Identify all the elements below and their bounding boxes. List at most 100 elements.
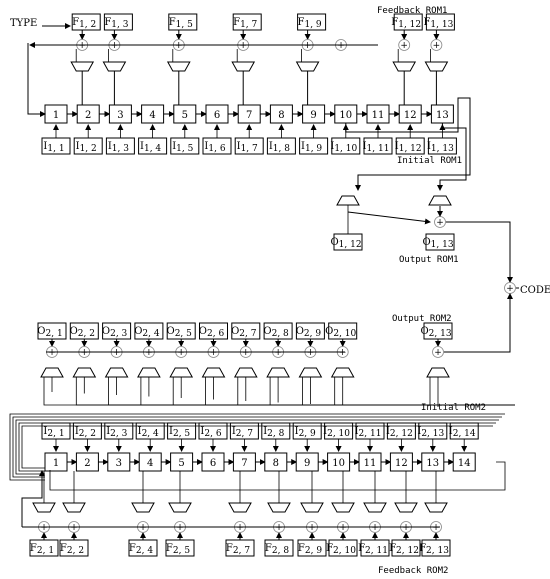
lfsr2-initial-rom-12-text: I2, 12 bbox=[386, 426, 413, 439]
lfsr2-initial-rom-6-text: I2, 6 bbox=[200, 426, 221, 439]
lfsr1-feedback-mux-6 bbox=[392, 61, 417, 72]
lfsr1-register-11-text: 11 bbox=[372, 110, 385, 121]
lfsr1-register-12: 12 bbox=[398, 104, 422, 124]
lfsr2-output-xor-1-symbol: + bbox=[48, 348, 56, 358]
lfsr1-feedback-mux-5 bbox=[295, 61, 320, 72]
lfsr2-initial-rom-7-text: I2, 7 bbox=[232, 426, 253, 439]
out-route bbox=[237, 377, 515, 406]
lfsr2-feedback-rom-5-text: F2, 7 bbox=[226, 543, 250, 556]
lfsr2-feedback-rom-8: F2, 10 bbox=[326, 539, 358, 557]
lfsr2-feedback-rom-7-text: F2, 9 bbox=[298, 543, 322, 556]
lfsr1-feedback-rom-7-box bbox=[425, 13, 455, 31]
lfsr2-output-mux-2 bbox=[72, 367, 97, 378]
lfsr2-register-14: 14 bbox=[452, 452, 476, 472]
lfsr2-output-rom-6: O2, 6 bbox=[199, 322, 228, 340]
lfsr1-initial-rom-7: I1, 7 bbox=[234, 137, 264, 155]
lfsr2-register-6-box bbox=[201, 452, 225, 472]
lfsr2-register-5-text: 5 bbox=[178, 458, 184, 469]
lfsr2-register-4-text: 4 bbox=[147, 458, 153, 469]
lfsr2-register-1-box bbox=[44, 452, 68, 472]
lfsr2-register-5-box bbox=[170, 452, 194, 472]
type-label: TYPE bbox=[10, 18, 37, 29]
lfsr1-register-6-text: 6 bbox=[214, 110, 220, 121]
lfsr1-feedback-rom-2: F1, 3 bbox=[103, 13, 133, 31]
lfsr1-register-6-box bbox=[205, 104, 229, 124]
lfsr2-register-6-text: 6 bbox=[210, 458, 216, 469]
lfsr2-register-1: 1 bbox=[44, 452, 68, 472]
lfsr1-register-11-box bbox=[366, 104, 390, 124]
lfsr2-frame-wire bbox=[18, 422, 496, 472]
lfsr2-output-rom-5: O2, 5 bbox=[167, 322, 196, 340]
lfsr2-output-rom-3: O2, 3 bbox=[102, 322, 132, 340]
lfsr2-register-2-box bbox=[75, 452, 99, 472]
lfsr2-output-rom-11: O2, 13 bbox=[420, 322, 453, 340]
lfsr2-initial-rom-3: I2, 3 bbox=[104, 422, 134, 440]
lfsr2-feedback-xor-8-symbol: + bbox=[339, 523, 347, 533]
lfsr2-output-rom-7-text: O2, 7 bbox=[231, 326, 257, 339]
out-route bbox=[205, 377, 515, 406]
lfsr2-output-rom-3-text: O2, 3 bbox=[102, 326, 128, 339]
lfsr2-initial-rom-4-text: I2, 4 bbox=[138, 426, 159, 439]
lfsr2-feedback-rom-7: F2, 9 bbox=[297, 539, 327, 557]
lfsr1-feedback-xor-4-symbol: + bbox=[239, 41, 247, 51]
lfsr1-initial-rom-2: I1, 2 bbox=[73, 137, 103, 155]
lfsr1-initial-rom-11-text: I1, 11 bbox=[363, 141, 390, 154]
lfsr1-initial-rom-9: I1, 9 bbox=[299, 137, 329, 155]
lfsr1-initial-rom-12-text: I1, 12 bbox=[395, 141, 422, 154]
lfsr2-output-rom-10: O2, 10 bbox=[325, 322, 358, 340]
code-xor-symbol: + bbox=[506, 284, 514, 294]
lfsr2-initial-rom-12: I2, 12 bbox=[386, 422, 416, 440]
lfsr2-feedback-rom-9-text: F2, 11 bbox=[358, 543, 388, 556]
lfsr2-feedback-mux-6 bbox=[267, 502, 291, 513]
lfsr1-register-12-text: 12 bbox=[404, 110, 417, 121]
lfsr2-output-mux-11 bbox=[426, 367, 450, 378]
lfsr2-register-10-text: 10 bbox=[332, 458, 345, 469]
out-route bbox=[75, 377, 515, 406]
lfsr2-feedback-xor-7-symbol: + bbox=[308, 523, 316, 533]
lfsr2-register-3-box bbox=[107, 452, 131, 472]
lfsr2-feedback-xor-5-symbol: + bbox=[236, 523, 244, 533]
lfsr1-output-mux-b bbox=[428, 195, 452, 206]
lfsr2-initial-rom-11-text: I2, 11 bbox=[355, 426, 382, 439]
lfsr2-register-8-box bbox=[264, 452, 288, 472]
lfsr2-register-9: 9 bbox=[295, 452, 319, 472]
lfsr2-initial-rom-13-text: I2, 13 bbox=[417, 426, 444, 439]
code-xor: + bbox=[504, 282, 516, 294]
lfsr2-feedback-rom-1-text: F2, 1 bbox=[30, 543, 54, 556]
lfsr2-register-7-box bbox=[232, 452, 256, 472]
lfsr1-register-12-box bbox=[398, 104, 422, 124]
lfsr1-initial-rom-8-text: I1, 8 bbox=[269, 141, 290, 154]
lfsr1-register-5-box bbox=[173, 104, 197, 124]
lfsr2-output-xor-4-symbol: + bbox=[145, 348, 153, 358]
lfsr1-initial-rom-9-text: I1, 9 bbox=[301, 141, 322, 154]
lfsr2-initial-rom-4: I2, 4 bbox=[135, 422, 165, 440]
lfsr2-output-mux-8 bbox=[266, 367, 290, 378]
out-route bbox=[429, 377, 515, 406]
lfsr2-feedback-rom-6-text: F2, 8 bbox=[265, 543, 289, 556]
lfsr1-feedback-mux-4 bbox=[231, 61, 256, 72]
lfsr1-feedback-rom-3-box bbox=[168, 13, 198, 31]
lfsr1-feedback-rom-3: F1, 5 bbox=[168, 13, 198, 31]
lfsr1-feedback-rom-6: F1, 12 bbox=[391, 13, 423, 31]
lfsr2-output-mux-9 bbox=[298, 367, 323, 378]
lfsr1-feedback-xor-1-symbol: + bbox=[78, 41, 86, 51]
lfsr1-feedback-rom-1-text: F1, 2 bbox=[72, 17, 96, 30]
lfsr1-register-7-text: 7 bbox=[246, 110, 252, 121]
lfsr1-feedback-rom-5-text: F1, 9 bbox=[298, 17, 322, 30]
lfsr2-output-xor-7-symbol: + bbox=[242, 348, 250, 358]
lfsr2-feedback-mux-9 bbox=[363, 502, 387, 513]
lfsr2-output-rom-4-text: O2, 4 bbox=[134, 326, 160, 339]
lfsr2-output-xor-3-symbol: + bbox=[113, 348, 121, 358]
lfsr1-feedback-rom-6-box bbox=[393, 13, 423, 31]
output-rom1-label: Output ROM1 bbox=[399, 255, 459, 265]
lfsr2-initial-rom-14: I2, 14 bbox=[449, 422, 479, 440]
lfsr1-initial-rom-5-text: I1, 5 bbox=[172, 141, 193, 154]
lfsr2-register-1-text: 1 bbox=[53, 458, 59, 469]
lfsr2-feedback-xor-9-symbol: + bbox=[371, 523, 379, 533]
lfsr1-feedback-mux-1 bbox=[70, 61, 95, 72]
initial-rom2-label: Initial ROM2 bbox=[421, 403, 486, 413]
lfsr1-register-10: 10 bbox=[334, 104, 358, 124]
lfsr1-initial-rom-6: I1, 6 bbox=[202, 137, 232, 155]
lfsr1-initial-rom-4-text: I1, 4 bbox=[140, 141, 161, 154]
lfsr2-feedback-rom-11: F2, 13 bbox=[419, 539, 451, 557]
